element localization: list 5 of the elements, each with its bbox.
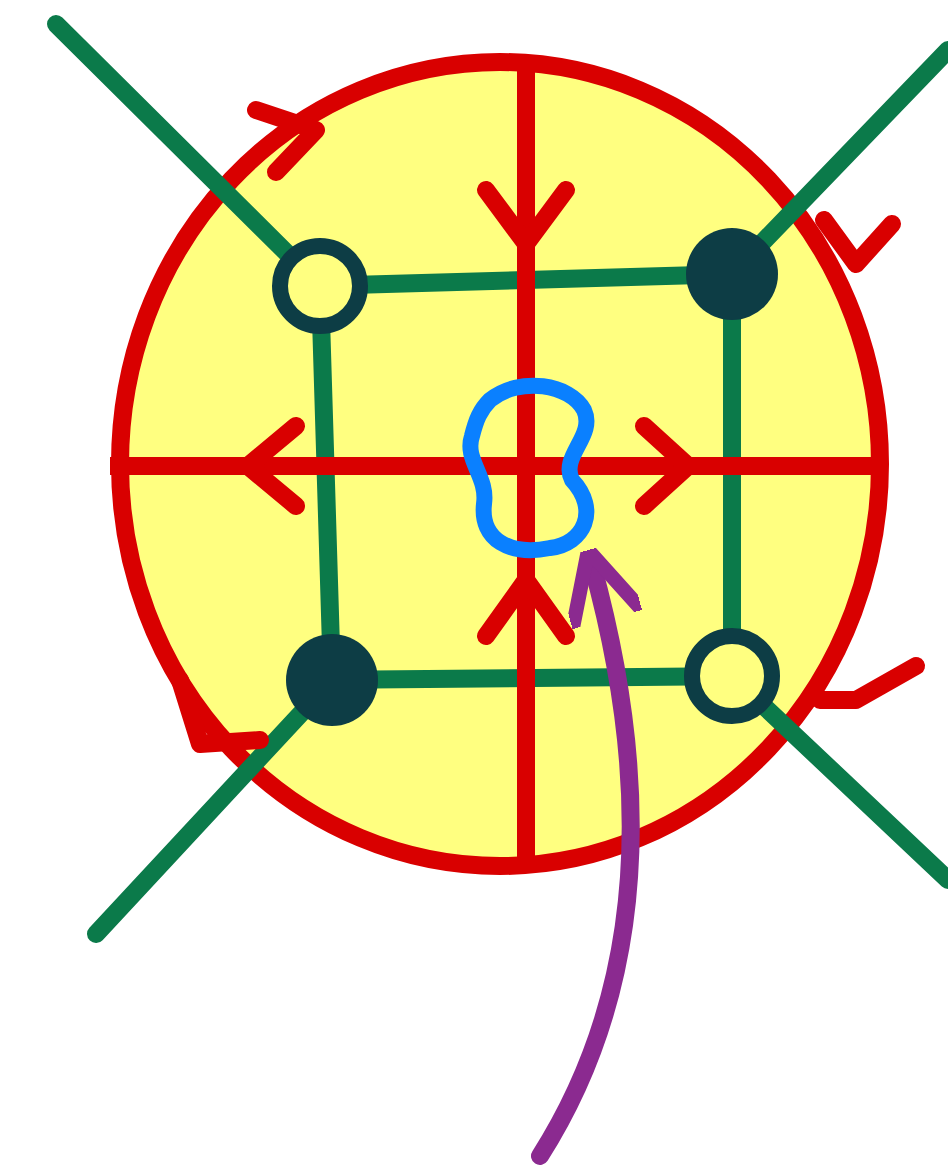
loop-curve xyxy=(462,377,595,558)
filled-vertex xyxy=(686,228,778,320)
filled-vertex xyxy=(286,634,378,726)
hollow-vertex xyxy=(272,238,368,334)
hollow-vertex xyxy=(684,628,780,724)
